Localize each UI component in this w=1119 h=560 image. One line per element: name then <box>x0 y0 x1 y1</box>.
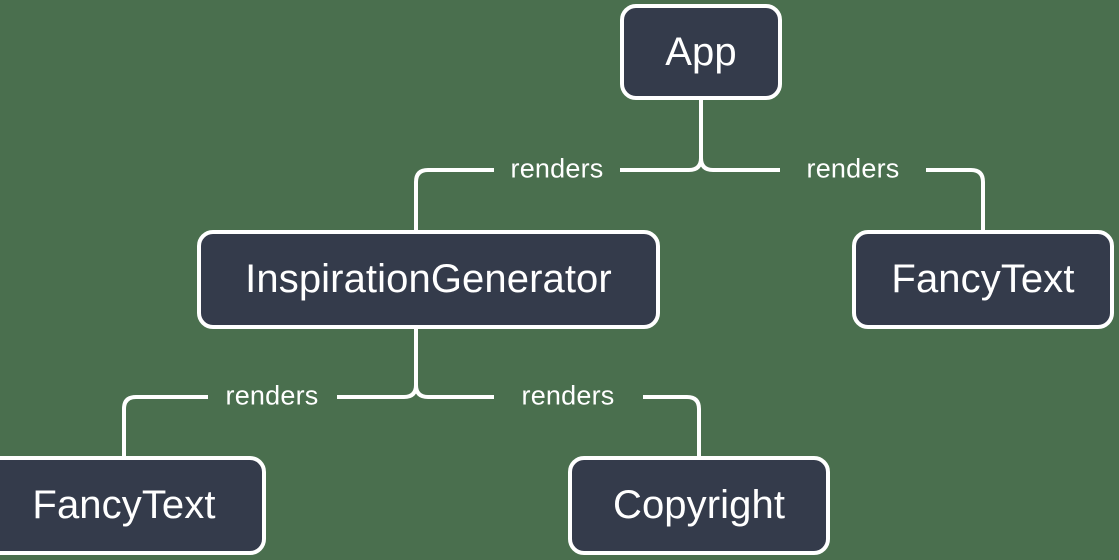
node-fancytext-right-label: FancyText <box>891 257 1075 301</box>
node-app-label: App <box>665 29 737 74</box>
edge-label-ig-fancytext: renders <box>225 380 319 411</box>
edge-label-app-inspiration: renders <box>510 153 604 184</box>
node-copyright-label: Copyright <box>612 483 786 527</box>
node-app[interactable]: App <box>620 4 782 100</box>
node-fancytext-bottom-label: FancyText <box>32 483 216 527</box>
node-inspiration-generator[interactable]: InspirationGenerator <box>197 230 660 329</box>
edge-ig-to-fancytext-2 <box>122 395 208 456</box>
edge-ig-junction-right <box>414 384 429 399</box>
edge-app-to-fancytext-2 <box>926 168 985 230</box>
node-inspiration-generator-label: InspirationGenerator <box>245 257 612 301</box>
edge-app-junction-right <box>699 157 714 172</box>
node-fancytext-bottom[interactable]: FancyText <box>0 456 266 555</box>
edge-app-to-inspiration-2 <box>414 168 494 230</box>
edge-label-app-fancytext: renders <box>806 153 900 184</box>
edge-ig-to-copyright-2 <box>643 395 701 456</box>
node-fancytext-right[interactable]: FancyText <box>852 230 1114 329</box>
edge-label-ig-copyright: renders <box>521 380 615 411</box>
node-copyright[interactable]: Copyright <box>568 456 830 555</box>
